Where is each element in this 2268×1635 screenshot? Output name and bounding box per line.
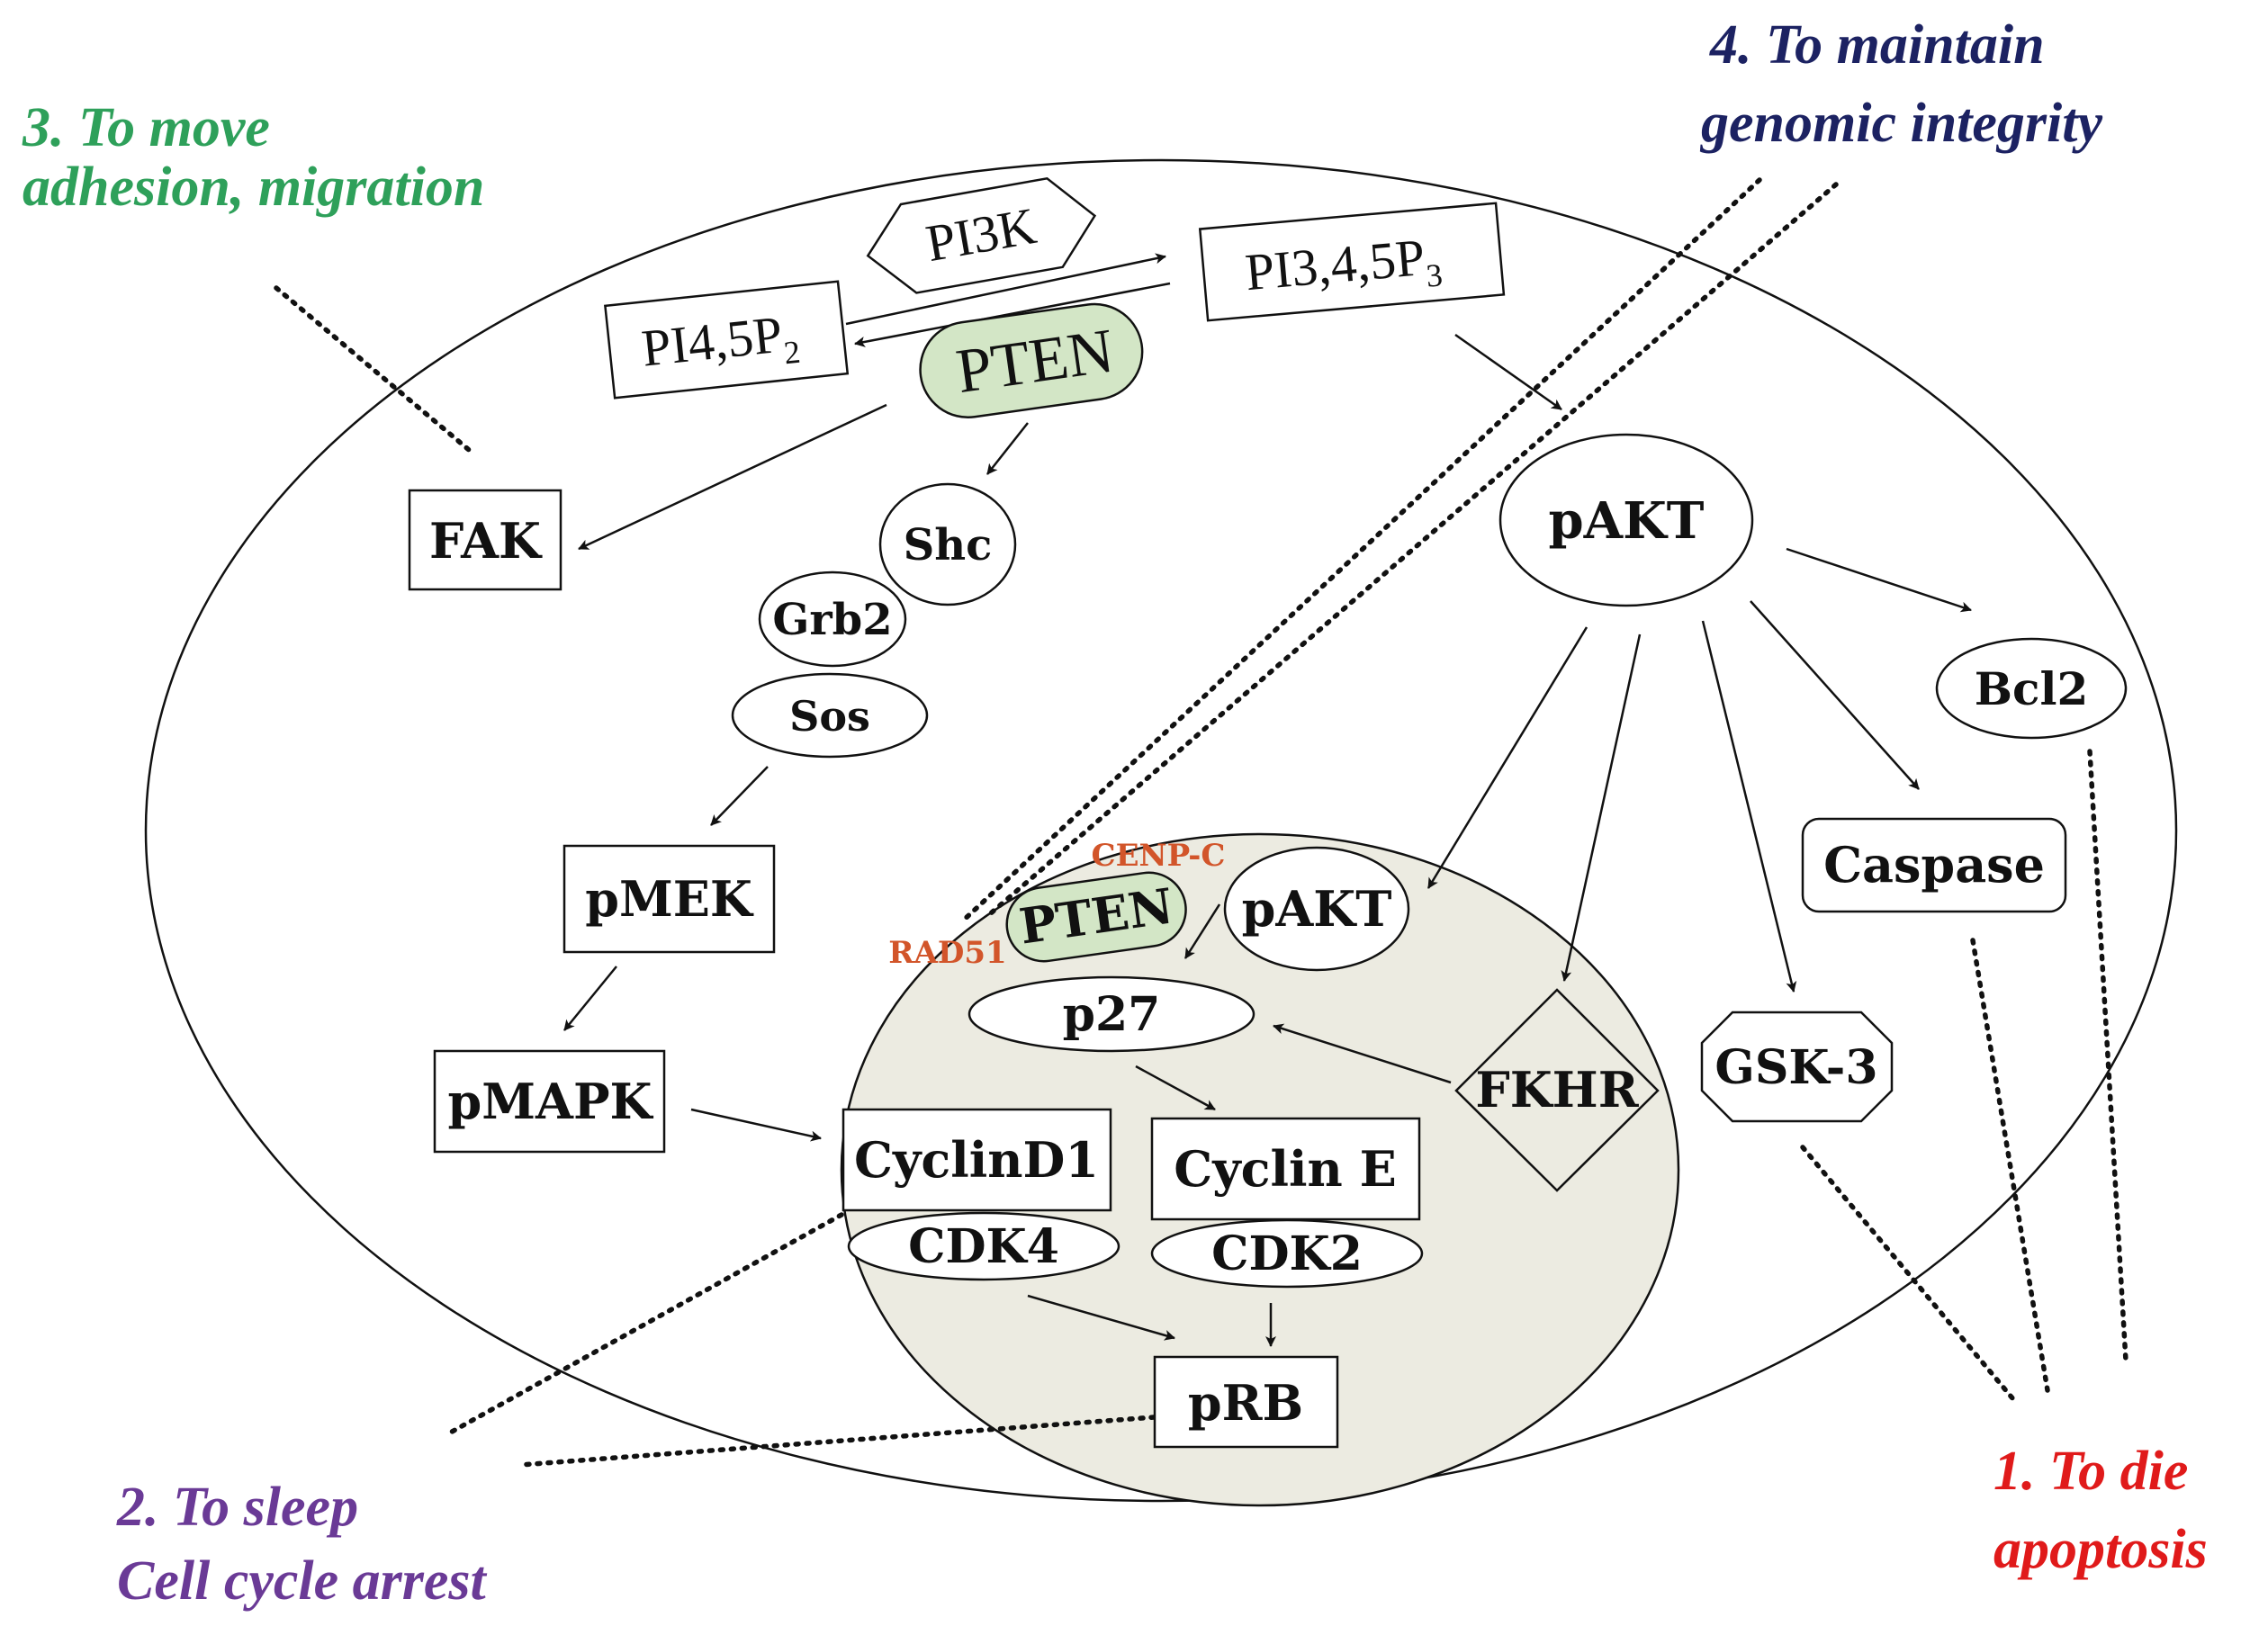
arrow-pi45p2-to-pi345p3	[845, 253, 1166, 326]
caption-sleep-line2: Cell cycle arrest	[117, 1550, 488, 1612]
arrow-pten-to-p27	[1184, 903, 1221, 959]
fak-label: FAK	[429, 512, 543, 570]
caption-die: 1. To die apoptosis	[1994, 1441, 2208, 1580]
cycline-label: Cyclin E	[1174, 1140, 1396, 1198]
shc-node: Shc	[878, 482, 1017, 606]
cyclind1-node: CyclinD1	[842, 1108, 1112, 1212]
caption-sleep: 2. To sleep Cell cycle arrest	[116, 1477, 488, 1612]
pakt-cytoplasm-label: pAKT	[1549, 491, 1705, 551]
pten-cytoplasm-node: PTEN	[919, 302, 1144, 419]
pmapk-label: pMAPK	[448, 1073, 654, 1130]
fak-node: FAK	[408, 489, 562, 591]
dotted-separators	[274, 177, 2128, 1468]
arrow-p27-to-cycline	[1135, 1065, 1216, 1111]
fkhr-label: FKHR	[1475, 1061, 1639, 1118]
arrow-pmapk-to-cyclind1	[690, 1108, 822, 1142]
pmek-node: pMEK	[562, 844, 776, 954]
arrow-pakt-to-bcl2	[1786, 547, 1972, 613]
pathway-arrows	[563, 253, 1972, 1347]
arrow-pakt-to-nuclear-pakt	[1426, 626, 1588, 889]
p27-node: p27	[968, 975, 1256, 1053]
arrow-pi345p3-to-pi45p2	[854, 282, 1171, 347]
pmapk-node: pMAPK	[433, 1049, 666, 1154]
caption-move-line2: adhesion, migration	[22, 157, 484, 218]
sos-node: Sos	[731, 672, 929, 759]
pmek-label: pMEK	[585, 870, 754, 928]
bcl2-node: Bcl2	[1935, 637, 2128, 740]
caption-die-line1: 1. To die	[1994, 1441, 2188, 1502]
arrow-pakt-to-caspase	[1750, 600, 1920, 790]
caption-move-line1: 3. To move	[22, 97, 270, 158]
pakt-nucleus-label: pAKT	[1242, 880, 1392, 938]
pakt-cytoplasm-node: pAKT	[1498, 433, 1754, 607]
arrow-pmek-to-pmapk	[563, 966, 617, 1031]
shc-label: Shc	[904, 520, 993, 570]
arrow-pakt-to-fkhr	[1561, 633, 1642, 982]
prb-label: pRB	[1188, 1374, 1303, 1432]
fkhr-node: FKHR	[1454, 988, 1660, 1192]
arrow-pakt-to-gsk3	[1701, 620, 1797, 993]
pi45p2-subscript: 2	[782, 334, 802, 372]
arrow-pten-to-shc	[986, 422, 1029, 475]
caspase-label: Caspase	[1823, 836, 2045, 894]
cenpc-label: CENP-C	[1092, 838, 1226, 874]
caption-sleep-line1: 2. To sleep	[116, 1477, 358, 1538]
gsk3-label: GSK-3	[1714, 1040, 1877, 1095]
gsk3-node: GSK-3	[1700, 1011, 1894, 1123]
caption-genomic-line1: 4. To maintain	[1709, 14, 2045, 76]
arrow-pi345p3-to-pakt	[1454, 333, 1562, 411]
cdk2-node: CDK2	[1150, 1218, 1424, 1289]
caption-genomic-line2: genomic integrity	[1699, 93, 2103, 154]
grb2-node: Grb2	[758, 570, 907, 668]
arrow-cdk4-to-prb	[1027, 1294, 1175, 1341]
caspase-node: Caspase	[1801, 817, 2067, 913]
arrow-pten-to-fak	[578, 403, 887, 551]
pi3k-node: PI3K	[866, 176, 1097, 294]
cycline-node: Cyclin E	[1150, 1117, 1421, 1221]
caption-move: 3. To move adhesion, migration	[22, 97, 484, 218]
bcl2-label: Bcl2	[1975, 662, 2089, 715]
cdk4-node: CDK4	[847, 1211, 1120, 1281]
pten-nucleus-node: PTEN	[1005, 871, 1187, 963]
caption-die-line2: apoptosis	[1994, 1519, 2208, 1580]
prb-node: pRB	[1153, 1355, 1339, 1449]
cdk2-label: CDK2	[1211, 1226, 1363, 1281]
pi345p3-subscript: 3	[1425, 256, 1444, 293]
sos-label: Sos	[789, 692, 870, 741]
p27-label: p27	[1063, 987, 1161, 1042]
pi345p3-node: PI3,4,5P3	[1198, 202, 1506, 322]
grb2-label: Grb2	[772, 595, 892, 645]
pi45p2-node: PI4,5P2	[604, 280, 850, 400]
arrow-sos-to-pmek	[710, 766, 769, 826]
arrow-fkhr-to-p27	[1273, 1023, 1452, 1084]
rad51-label: RAD51	[888, 935, 1006, 971]
caption-genomic: 4. To maintain genomic integrity	[1699, 14, 2103, 154]
cdk4-label: CDK4	[908, 1219, 1059, 1274]
pakt-nucleus-node: pAKT	[1223, 846, 1410, 972]
cyclind1-label: CyclinD1	[854, 1131, 1099, 1189]
